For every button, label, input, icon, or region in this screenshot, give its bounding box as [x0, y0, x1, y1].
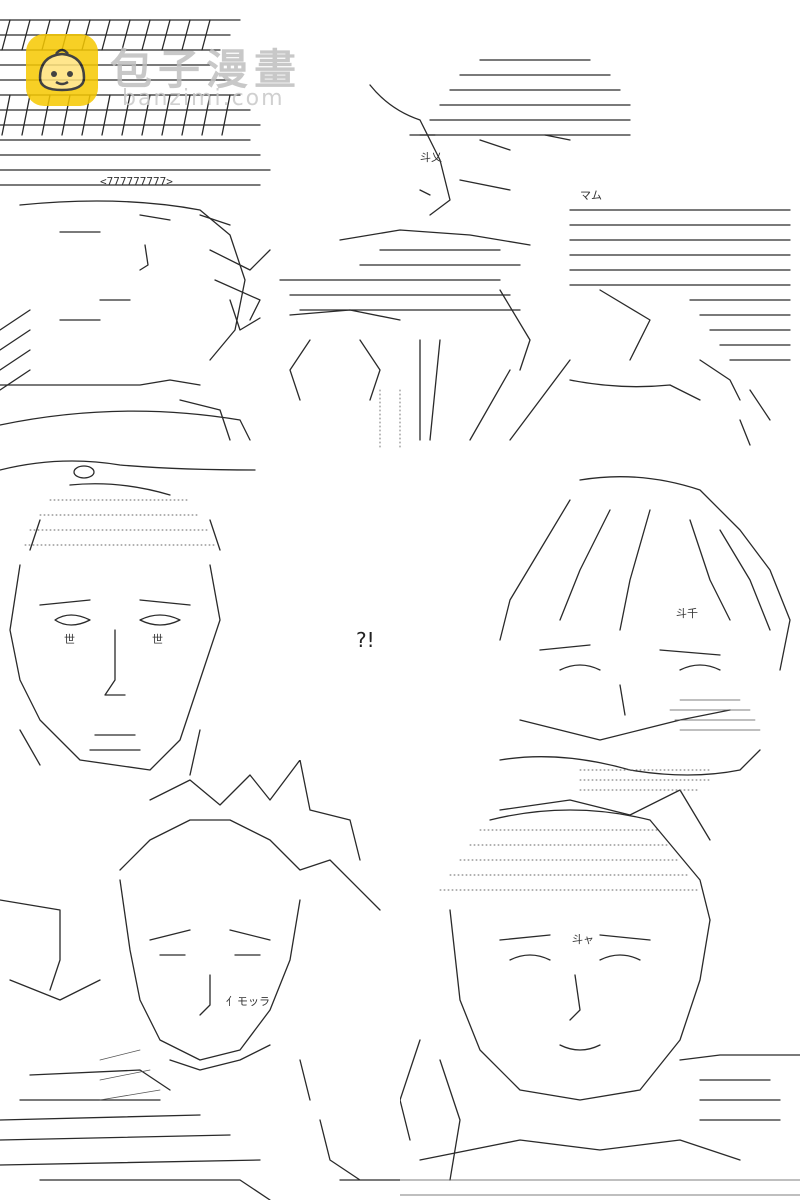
panel-top-right-text-b: マム: [580, 189, 602, 202]
watermark: 包子漫畫 banzimi.com: [26, 34, 326, 114]
panel-bottom-right-art: [400, 809, 800, 1196]
panel-top-right: 斗乂 マム: [270, 40, 800, 460]
watermark-brand: 包子漫畫: [110, 45, 303, 94]
panel-middle-right-art: [499, 476, 791, 841]
bun-face-icon: [38, 48, 86, 92]
panel-top-right-text-a: 斗乂: [420, 151, 442, 164]
panel-top-left-text: <777777777>: [100, 175, 173, 188]
panel-middle-right-text: 斗千: [676, 607, 698, 620]
exclamation-text: ?!: [356, 628, 375, 652]
panel-top-right-art: [279, 59, 791, 451]
panel-bottom-right: 斗ャ: [400, 800, 800, 1200]
panel-top-left: <777777777>: [0, 0, 300, 490]
panel-bottom-left-art: [0, 760, 400, 1200]
panel-bottom-left-text: 亻モッラ: [226, 995, 270, 1008]
panel-middle-left-art: [9, 483, 221, 776]
panel-middle-right: 斗千: [480, 470, 800, 850]
panel-middle-left-eye-right: 世: [152, 633, 163, 646]
panel-bottom-right-text: 斗ャ: [572, 933, 594, 946]
panel-middle-left-eye-left: 世: [64, 633, 75, 646]
panel-middle-left: 世 世: [0, 480, 240, 800]
panel-top-left-art: [0, 19, 271, 479]
watermark-url: banzimi.com: [122, 86, 285, 111]
panel-bottom-left: 亻モッラ: [0, 760, 400, 1200]
watermark-logo-icon: [26, 34, 98, 106]
